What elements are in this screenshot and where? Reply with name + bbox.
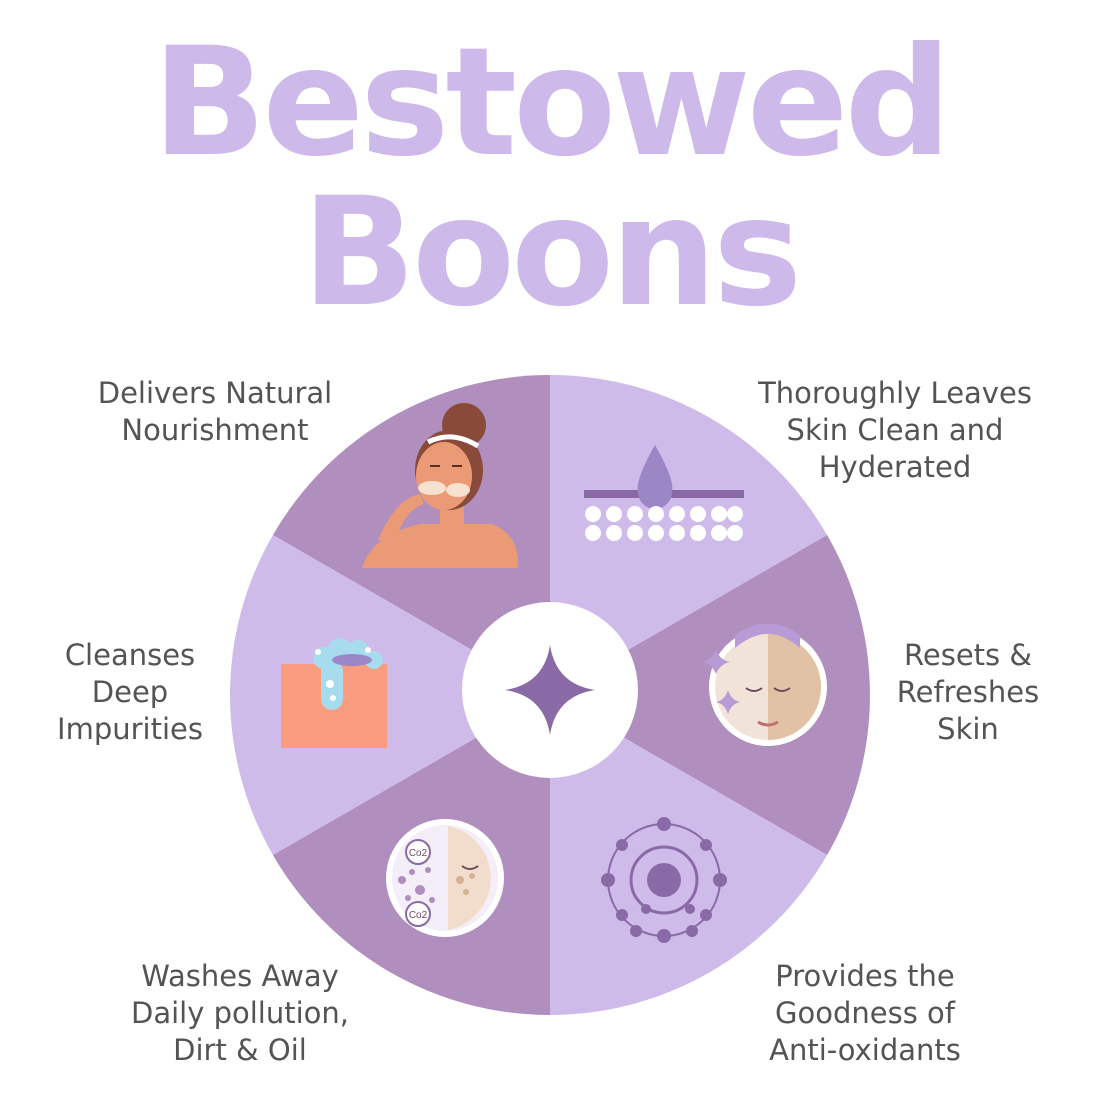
segment-cleansing	[230, 535, 550, 855]
page-title-line-2: Boons	[301, 166, 803, 340]
pollution-badge-label: Co2	[409, 848, 428, 859]
refreshed-face-icon	[702, 623, 827, 746]
segment-hydration	[550, 375, 828, 695]
pollution-face-icon	[386, 819, 504, 937]
foam-cleansing-icon	[281, 638, 387, 748]
benefit-label-pollution: Washes Away Daily pollution, Dirt & Oil	[130, 959, 349, 1067]
page-title-line-1: Bestowed	[152, 16, 952, 190]
sparkle-icon	[505, 645, 595, 735]
pollution-badge-label: Co2	[409, 910, 428, 921]
benefit-label-refresh: Resets & Refreshes Skin	[896, 638, 1040, 746]
segment-antioxidants	[550, 695, 828, 1015]
skin-hydration-drop-icon	[584, 445, 744, 541]
benefit-label-nourishment: Delivers Natural Nourishment	[97, 376, 333, 447]
woman-face-mask-icon	[362, 403, 519, 568]
benefit-label-antioxidants: Provides the Goodness of Anti-oxidants	[769, 959, 961, 1067]
benefit-label-cleansing: Cleanses Deep Impurities	[57, 638, 203, 746]
antioxidant-molecule-icon	[601, 817, 727, 943]
benefit-label-hydration: Thoroughly Leaves Skin Clean and Hyderat…	[758, 376, 1032, 484]
